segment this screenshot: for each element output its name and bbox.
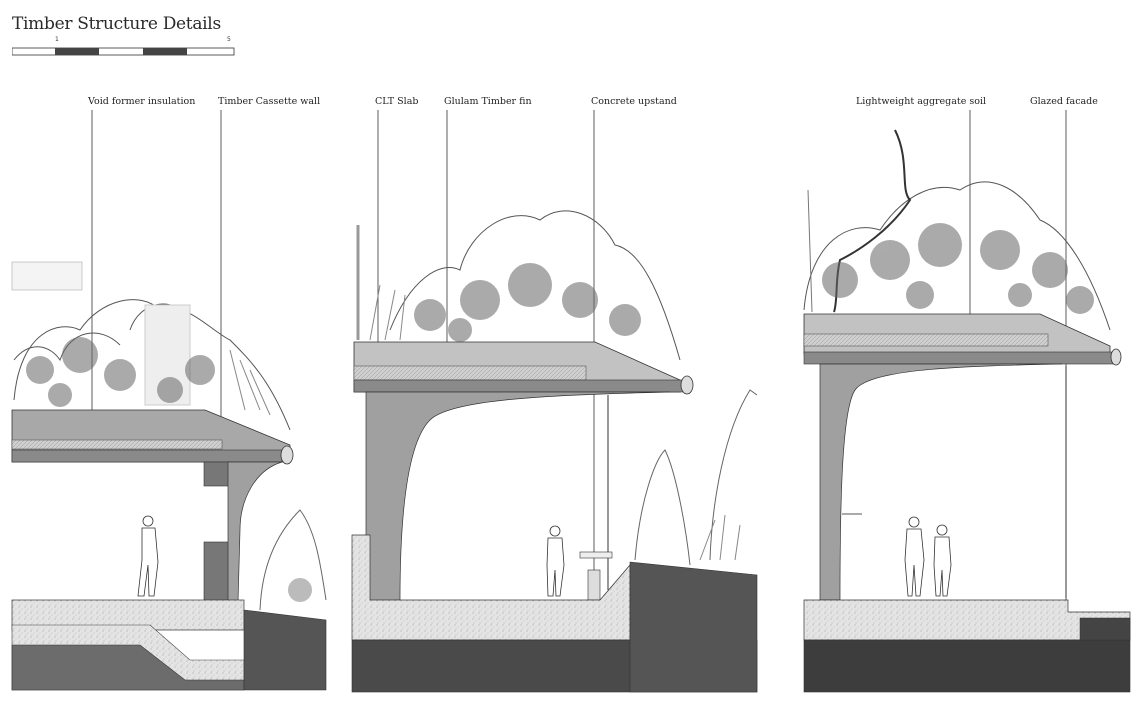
external-paving xyxy=(1079,617,1131,641)
roof-planting xyxy=(356,210,681,361)
external-planting xyxy=(259,509,327,611)
scale-mark-end: 5 xyxy=(227,36,231,43)
human-figures xyxy=(904,516,952,597)
scale-mark-start: 1 xyxy=(55,36,59,43)
void-former-layer xyxy=(11,439,223,450)
gutter xyxy=(280,445,294,465)
ground-fill xyxy=(803,639,1131,693)
label-clt-slab: CLT Slab xyxy=(375,96,419,107)
roof-deck xyxy=(353,379,685,393)
label-void-former-insulation: Void former insulation xyxy=(88,96,196,107)
human-figure xyxy=(546,525,565,597)
section-detail-3 xyxy=(803,110,1131,693)
scale-bar: 1 5 xyxy=(12,36,235,56)
clt-slab xyxy=(353,365,587,381)
foliage-texture xyxy=(822,223,1094,314)
label-timber-cassette-wall: Timber Cassette wall xyxy=(218,96,321,107)
roof-slab xyxy=(11,449,283,463)
external-ground xyxy=(629,561,758,693)
foliage-texture xyxy=(26,337,215,407)
label-glulam-timber-fin: Glulam Timber fin xyxy=(444,96,532,107)
label-lightweight-aggregate-soil: Lightweight aggregate soil xyxy=(856,96,987,107)
section-detail-1 xyxy=(11,110,327,691)
foliage-texture xyxy=(414,263,641,342)
existing-parapet xyxy=(11,261,83,291)
lightweight-soil-layer xyxy=(803,333,1049,347)
bench xyxy=(579,551,613,559)
drawing-title: Timber Structure Details xyxy=(12,14,221,34)
human-figure xyxy=(137,515,159,597)
glulam-fin xyxy=(819,363,1063,601)
gutter xyxy=(1110,348,1122,366)
label-concrete-upstand: Concrete upstand xyxy=(591,96,677,107)
gutter xyxy=(680,375,694,395)
label-glazed-facade: Glazed facade xyxy=(1030,96,1098,107)
external-ground xyxy=(243,609,327,691)
roof-planting xyxy=(803,129,1111,331)
section-detail-2 xyxy=(351,110,758,693)
cassette-wall-head xyxy=(203,461,233,487)
roof-deck xyxy=(803,351,1117,365)
concrete-upstand xyxy=(587,569,601,601)
glulam-fin xyxy=(365,391,671,603)
external-planting xyxy=(634,389,758,566)
cassette-wall-base xyxy=(203,541,233,603)
glulam-fin xyxy=(227,461,283,603)
